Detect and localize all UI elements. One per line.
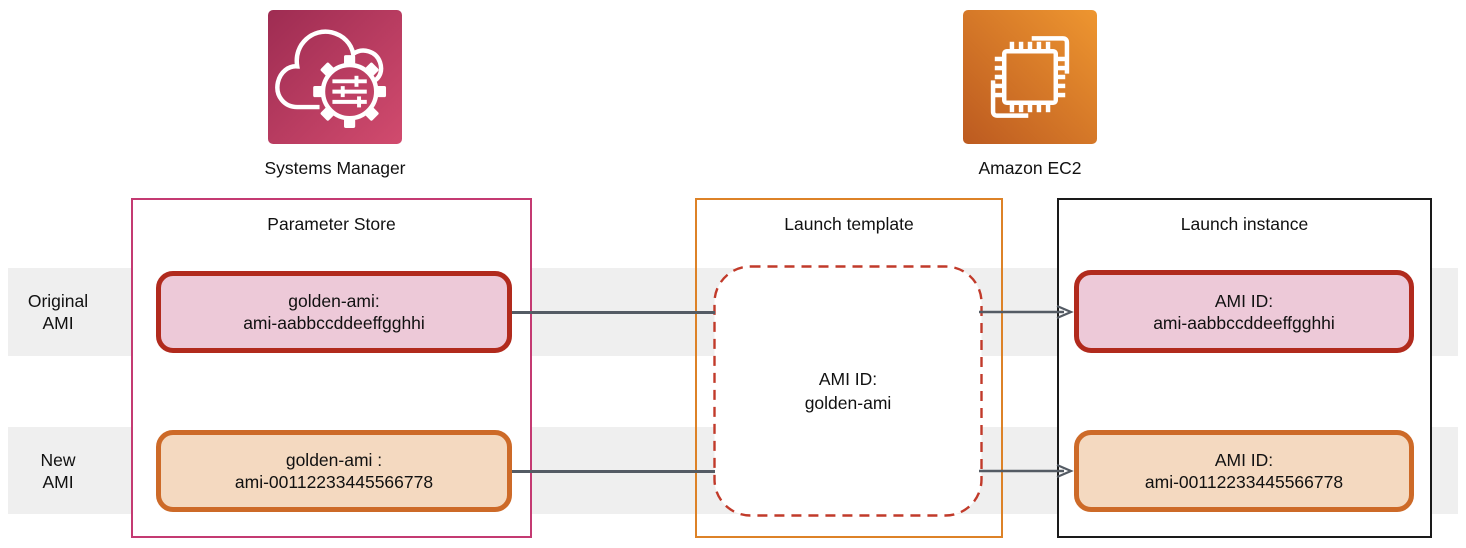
parameter-original-ami: golden-ami: ami-aabbccddeeffgghhi [156,271,512,353]
instance-new-ami-value: ami-00112233445566778 [1144,472,1344,492]
launch-template-content-line1: AMI ID: [818,369,878,389]
launch-template-box: Launch template [695,198,1003,538]
instance-new-ami: AMI ID: ami-00112233445566778 [1074,430,1414,512]
row-label-new-line2: AMI [42,471,74,492]
cloud-gear-glyph [275,29,387,129]
launch-template-title: Launch template [784,214,914,234]
parameter-new-ami: golden-ami : ami-00112233445566778 [156,430,512,512]
parameter-new-ami-name: golden-ami : [285,450,383,470]
systems-manager-icon [268,10,402,144]
instance-new-ami-label: AMI ID: [1214,450,1274,470]
launch-template-content: AMI ID: golden-ami [713,265,983,517]
parameter-original-ami-name: golden-ami: [288,291,380,311]
connector-new-left [512,470,715,473]
launch-template-content-line2: golden-ami [804,393,892,413]
parameter-store-title: Parameter Store [267,214,396,234]
instance-original-ami: AMI ID: ami-aabbccddeeffgghhi [1074,270,1414,353]
arrow-original-right [979,304,1074,320]
connector-original-left [512,311,715,314]
launch-instance-title: Launch instance [1180,214,1309,234]
launch-template-dashed-area: AMI ID: golden-ami [713,265,983,517]
row-label-original-line1: Original [27,291,89,311]
row-label-original-line2: AMI [42,313,74,333]
ec2-label: Amazon EC2 [978,158,1082,178]
dashed-border-glyph [713,265,983,517]
instance-original-ami-label: AMI ID: [1214,290,1274,311]
arrow-new-right [979,463,1074,479]
parameter-new-ami-value: ami-00112233445566778 [234,472,434,492]
row-label-original: Original AMI [8,268,108,356]
instance-original-ami-value: ami-aabbccddeeffgghhi [1153,312,1335,333]
row-label-new-line1: New [40,449,76,470]
systems-manager-label: Systems Manager [264,158,406,178]
parameter-original-ami-value: ami-aabbccddeeffgghhi [243,313,425,333]
cpu-chip-glyph [990,36,1070,118]
ec2-icon [963,10,1097,144]
row-label-new: New AMI [8,427,108,514]
